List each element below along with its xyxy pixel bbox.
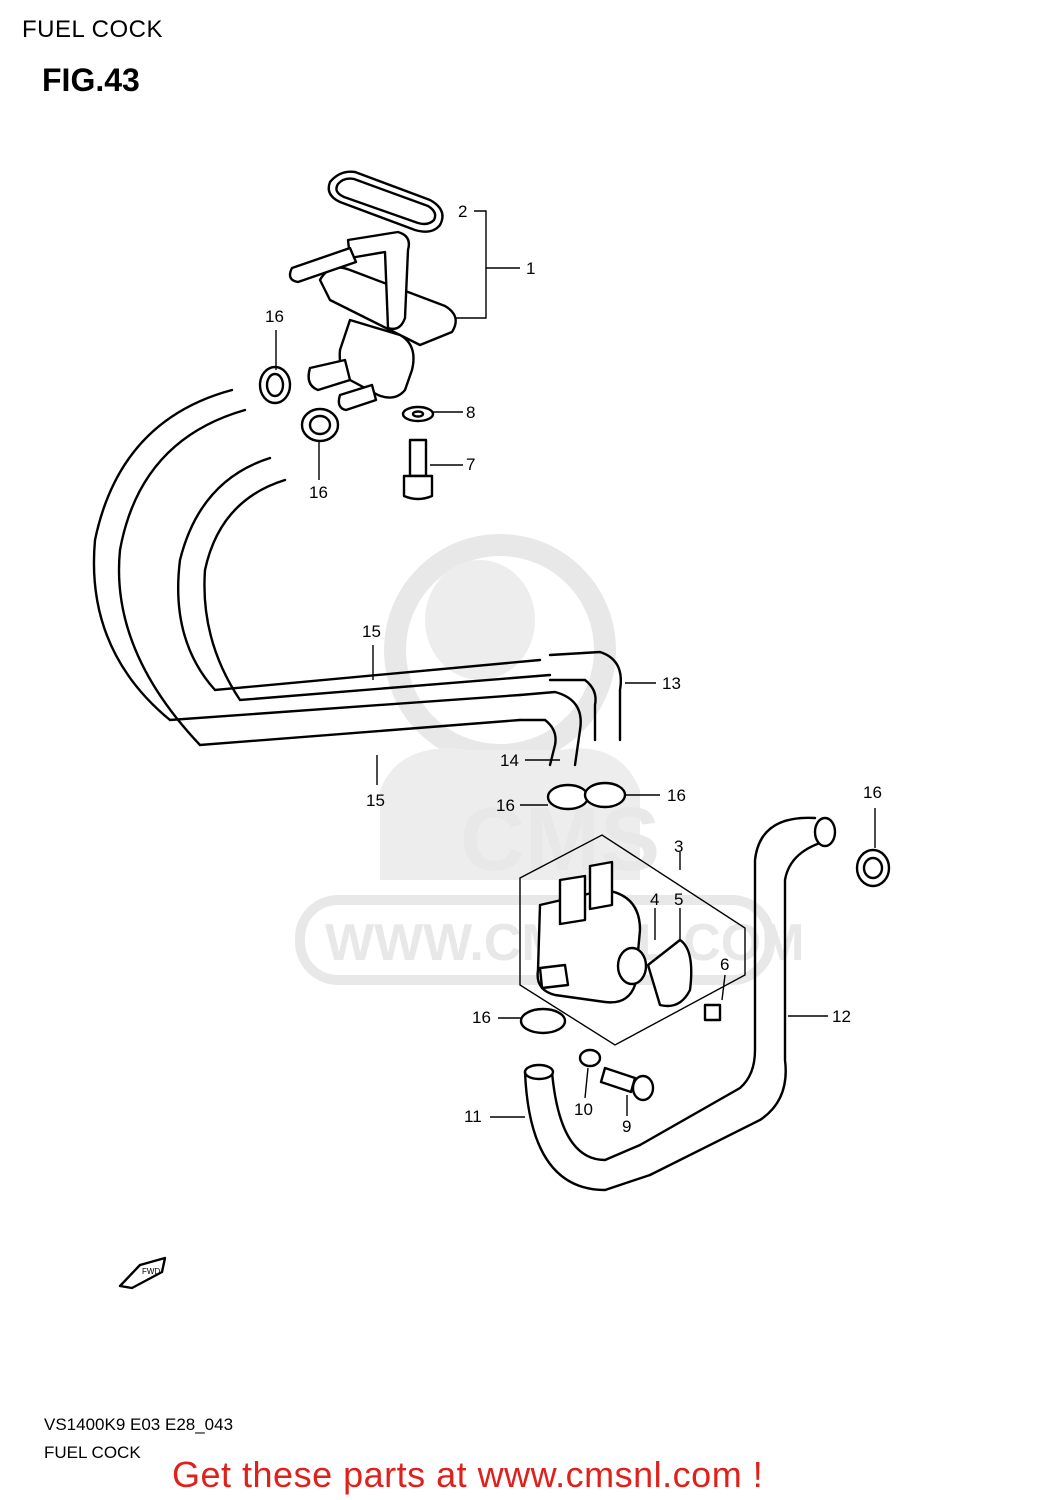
callout-15-upper: 15	[362, 622, 381, 641]
gasket-part-2	[327, 170, 444, 233]
clamp-part-16-lower-left	[519, 1007, 567, 1035]
bolt-part-9	[599, 1066, 655, 1102]
callout-6: 6	[720, 955, 729, 974]
promo-link[interactable]: Get these parts at www.cmsnl.com !	[172, 1454, 764, 1495]
hose-part-12	[638, 816, 837, 1177]
callout-9: 9	[622, 1117, 631, 1136]
fuel-cock-part-1	[288, 230, 457, 412]
callout-7: 7	[466, 455, 475, 474]
callout-11: 11	[464, 1107, 482, 1126]
callout-13: 13	[662, 674, 681, 693]
section-title: FUEL COCK	[22, 16, 163, 43]
callout-labels: 2 1 16 8 7 16 15 13 14 15 16 16 16 3 4 5…	[265, 202, 882, 1136]
clamp-part-16-mid-b	[583, 781, 627, 809]
hose-part-11	[523, 1063, 652, 1192]
fuel-cock-body-part-3	[519, 834, 746, 1046]
clamp-part-16-mid-a	[546, 783, 590, 811]
footer-section-title: FUEL COCK	[44, 1443, 141, 1462]
callout-14: 14	[500, 751, 519, 770]
fwd-label: FWD	[142, 1267, 160, 1276]
hose-part-15-upper	[176, 456, 552, 702]
callout-16-right: 16	[863, 783, 882, 802]
callout-1: 1	[526, 259, 535, 278]
elbow-hose-part-14	[518, 690, 582, 767]
callout-15-lower: 15	[366, 791, 385, 810]
callout-3: 3	[674, 837, 683, 856]
callout-16-mid-b: 16	[667, 786, 686, 805]
callout-10: 10	[574, 1100, 593, 1119]
leader-lines	[275, 210, 876, 1118]
elbow-hose-part-13	[548, 650, 622, 742]
callout-5: 5	[674, 890, 683, 909]
callout-8: 8	[466, 403, 475, 422]
model-code: VS1400K9 E03 E28_043	[44, 1415, 234, 1434]
callout-12: 12	[832, 1007, 851, 1026]
callout-16-upper-a: 16	[265, 307, 284, 326]
callout-2: 2	[458, 202, 467, 221]
hose-part-15-lower	[92, 388, 522, 747]
callout-16-mid-a: 16	[496, 796, 515, 815]
bolt-part-7	[402, 438, 434, 501]
callout-16-upper-b: 16	[309, 483, 328, 502]
washer-part-8	[401, 405, 435, 423]
figure-number: FIG.43	[42, 62, 140, 98]
washer-part-10	[578, 1048, 602, 1068]
clamp-part-16-upper-a	[258, 365, 292, 405]
callout-4: 4	[650, 890, 659, 909]
callout-16-lower-left: 16	[472, 1008, 491, 1027]
clamp-part-16-right	[855, 848, 891, 888]
clamp-part-16-upper-b	[300, 407, 340, 443]
forward-direction-badge: FWD	[118, 1256, 167, 1290]
